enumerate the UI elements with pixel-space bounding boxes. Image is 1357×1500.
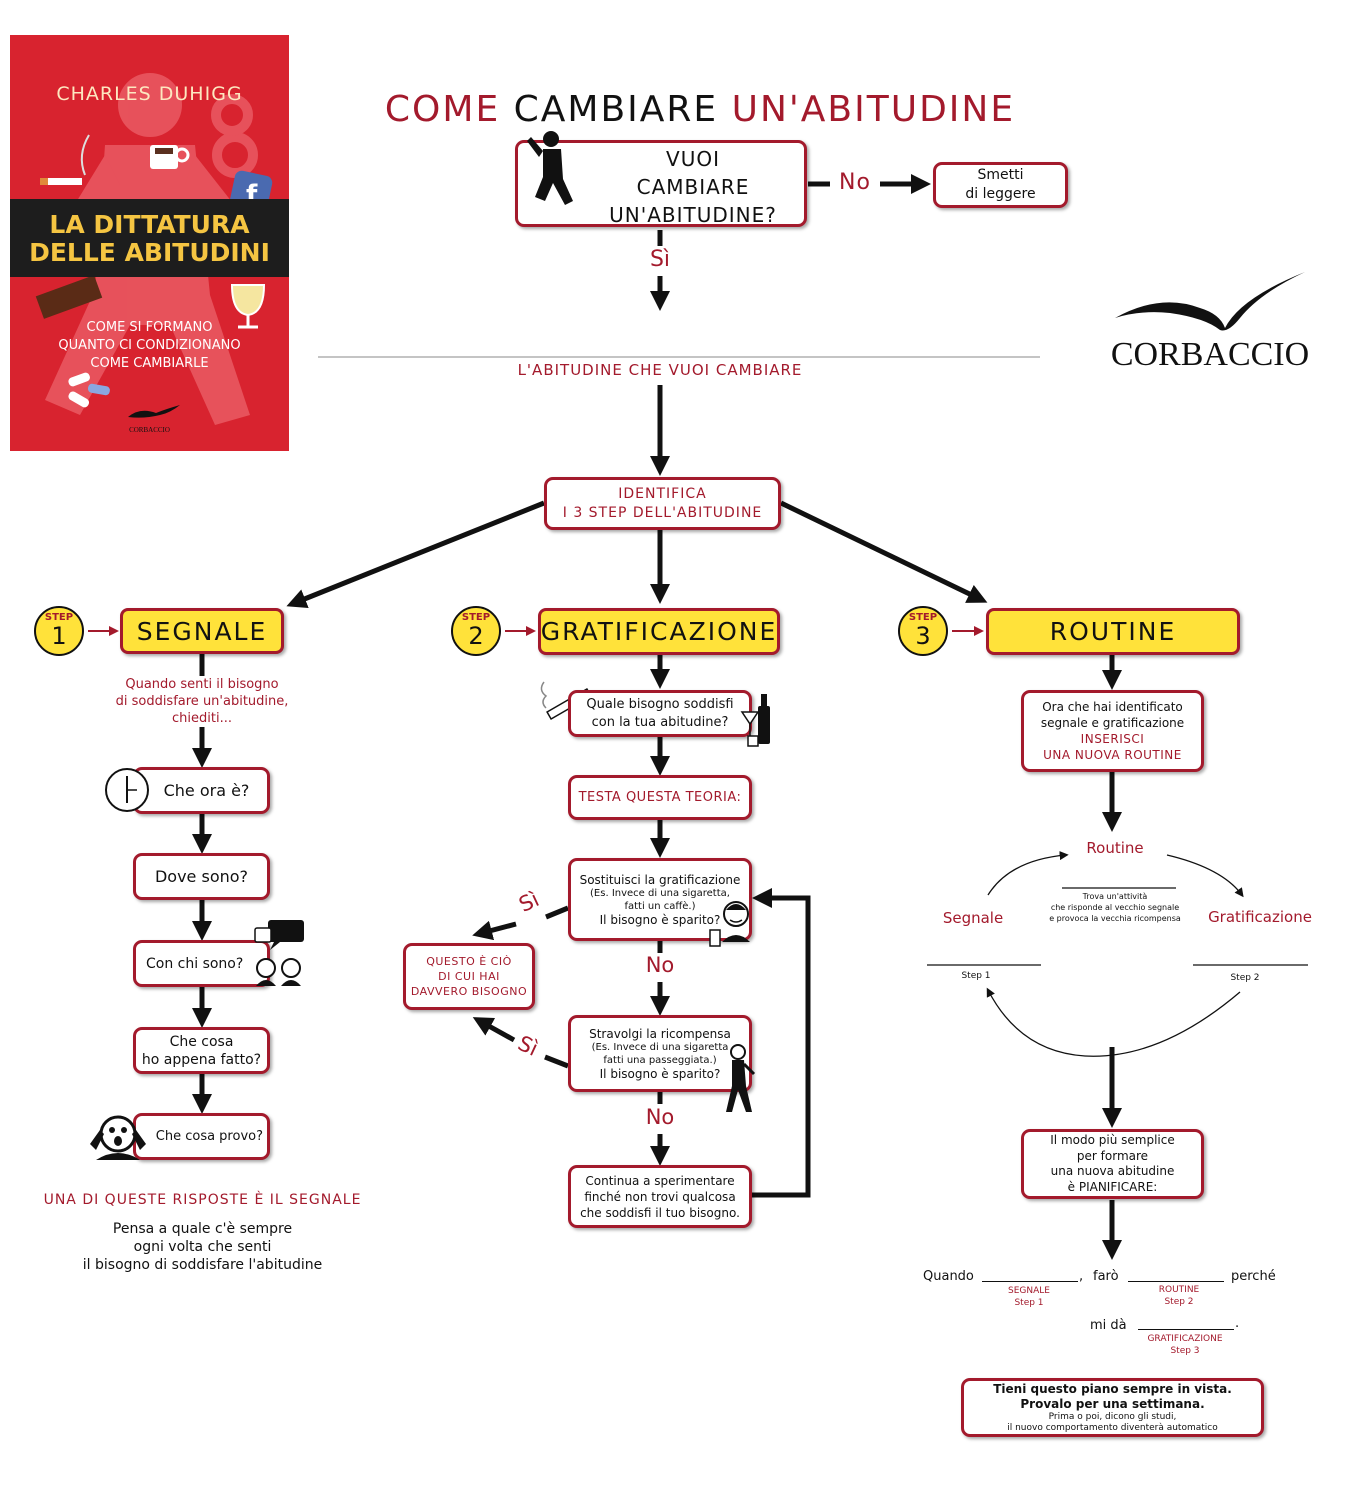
stop-reading-box: Smetti di leggere — [933, 162, 1068, 208]
final-advice-bold: Tieni questo piano sempre in vista. Prov… — [993, 1381, 1232, 1411]
publisher-logo-text: CORBACCIO — [1110, 336, 1310, 373]
plan-intro-box: Il modo più semplice per formare una nuo… — [1021, 1129, 1204, 1199]
bird-logo-icon — [1115, 272, 1305, 331]
final-advice-box: Tieni questo piano sempre in vista. Prov… — [961, 1378, 1264, 1437]
continue-text: Continua a sperimentare finché non trovi… — [580, 1173, 740, 1220]
gratificazione-header: GRATIFICAZIONE — [538, 608, 780, 655]
segnale-header: SEGNALE — [120, 608, 284, 654]
cycle-segnale-label: Segnale — [942, 909, 1004, 927]
found-need: QUESTO È CIÒ DI CUI HAI DAVVERO BISOGNO — [410, 955, 528, 998]
reverse-title: Stravolgi la ricompensa — [589, 1026, 731, 1041]
test-theory: TESTA QUESTA TEORIA: — [578, 790, 742, 805]
substitute-example: (Es. Invece di una sigaretta, fatti un c… — [590, 887, 730, 912]
bottle-glass-icon — [740, 694, 770, 747]
scared-face-icon — [90, 1115, 146, 1160]
plan-label-step2: Step 2 — [1164, 1297, 1194, 1307]
routine-intro-box: Ora che hai identificato segnale e grati… — [1021, 690, 1204, 772]
no-label: No — [839, 170, 871, 195]
stressed-man-icon — [527, 131, 573, 205]
book-subtitle: COME SI FORMANO QUANTO CI CONDIZIONANO C… — [58, 320, 241, 371]
question-done: Che cosa ho appena fatto? — [141, 1033, 262, 1068]
segnale-conclusion: UNA DI QUESTE RISPOSTE È IL SEGNALE — [43, 1192, 362, 1208]
plan-blank-segnale — [982, 1280, 1078, 1282]
cycle-routine-label: Routine — [1086, 839, 1144, 857]
plan-label-step1: Step 1 — [1014, 1298, 1044, 1308]
question-feel: Che cosa provo? — [155, 1129, 263, 1144]
plan-label-step3: Step 3 — [1170, 1346, 1200, 1356]
question-time-box: Che ora è? — [133, 767, 270, 814]
page-title: COME CAMBIARE UN'ABITUDINE — [290, 48, 1110, 130]
book-title-band — [10, 199, 289, 277]
reverse-example: (Es. Invece di una sigaretta fatti una p… — [591, 1041, 729, 1066]
question-feel-box: Che cosa provo? — [133, 1113, 270, 1160]
title-part1: COME — [384, 89, 514, 130]
plan-blank-routine — [1128, 1280, 1224, 1282]
found-need-box: QUESTO È CIÒ DI CUI HAI DAVVERO BISOGNO — [403, 943, 535, 1010]
need-question-box: Quale bisogno soddisfi con la tua abitud… — [568, 690, 752, 737]
question-who: Con chi sono? — [146, 955, 244, 972]
plan-word-faro: farò — [1093, 1269, 1119, 1284]
reverse-question: Il bisogno è sparito? — [599, 1066, 721, 1081]
question-time: Che ora è? — [163, 781, 250, 800]
book-title-line2: DELLE ABITUDINI — [29, 238, 270, 267]
people-talking-icon — [254, 920, 304, 986]
plan-word-mida: mi dà — [1090, 1318, 1127, 1333]
routine-intro-text: Ora che hai identificato segnale e grati… — [1040, 700, 1185, 730]
plan-label-routine: ROUTINE — [1158, 1285, 1200, 1295]
no-reverse: No — [645, 1105, 675, 1129]
substitute-question: Il bisogno è sparito? — [599, 912, 721, 927]
substitute-box: Sostituisci la gratificazione (Es. Invec… — [568, 858, 752, 941]
question-text: VUOI CAMBIARE UN'ABITUDINE? — [609, 147, 777, 227]
need-question: Quale bisogno soddisfi con la tua abitud… — [586, 696, 734, 730]
book-author: CHARLES DUHIGG — [56, 83, 243, 105]
segnale-note: Pensa a quale c'è sempre ogni volta che … — [82, 1221, 323, 1273]
substitute-title: Sostituisci la gratificazione — [579, 872, 741, 887]
stop-reading-text: Smetti di leggere — [965, 167, 1036, 202]
walking-man-icon — [726, 1044, 756, 1112]
plan-word-dot: . — [1235, 1316, 1240, 1331]
identify-text: IDENTIFICA I 3 STEP DELL'ABITUDINE — [562, 485, 763, 521]
question-done-box: Che cosa ho appena fatto? — [133, 1027, 270, 1074]
identify-box: IDENTIFICA I 3 STEP DELL'ABITUDINE — [544, 477, 781, 530]
title-part2: CAMBIARE — [513, 89, 732, 130]
question-who-box: Con chi sono? — [133, 940, 270, 987]
habit-label: L'ABITUDINE CHE VUOI CAMBIARE — [517, 361, 803, 379]
yes-label: Sì — [649, 247, 671, 272]
clock-icon — [105, 768, 149, 812]
plan-label-segnale: SEGNALE — [1008, 1286, 1050, 1296]
book-publisher: CORBACCIO — [129, 426, 170, 434]
no-substitute: No — [645, 953, 675, 977]
plan-word-perche: perché — [1231, 1269, 1276, 1284]
book-title-line1: LA DITTATURA — [49, 210, 250, 239]
question-where-box: Dove sono? — [133, 853, 270, 900]
routine-intro-action: INSERISCI UNA NUOVA ROUTINE — [1043, 732, 1182, 762]
cycle-gratificazione-label: Gratificazione — [1208, 908, 1312, 926]
test-theory-box: TESTA QUESTA TEORIA: — [568, 775, 752, 820]
final-advice-small: Prima o poi, dicono gli studi, il nuovo … — [1007, 1411, 1218, 1433]
plan-label-gratificazione: GRATIFICAZIONE — [1147, 1334, 1223, 1344]
smiling-man-icon — [709, 901, 750, 947]
plan-word-quando: Quando — [923, 1269, 974, 1284]
question-where: Dove sono? — [154, 867, 249, 886]
cycle-step1-label: Step 1 — [961, 971, 991, 981]
question-box: VUOI CAMBIARE UN'ABITUDINE? — [515, 131, 807, 227]
reverse-box: Stravolgi la ricompensa (Es. Invece di u… — [568, 1015, 752, 1092]
routine-header: ROUTINE — [986, 608, 1240, 655]
title-part3: UN'ABITUDINE — [731, 89, 1016, 130]
segnale-intro: Quando senti il bisogno di soddisfare un… — [115, 677, 289, 726]
plan-blank-gratificazione — [1138, 1328, 1234, 1330]
cycle-center-text: Trova un'attività che risponde al vecchi… — [1049, 892, 1181, 923]
continue-box: Continua a sperimentare finché non trovi… — [568, 1165, 752, 1228]
book-cover: f CHARLES DUHIGG LA DITTATURA DELLE ABIT… — [10, 35, 289, 451]
cycle-step2-label: Step 2 — [1230, 973, 1260, 983]
plan-word-comma: , — [1079, 1269, 1084, 1284]
plan-intro-text: Il modo più semplice per formare una nuo… — [1050, 1133, 1175, 1194]
